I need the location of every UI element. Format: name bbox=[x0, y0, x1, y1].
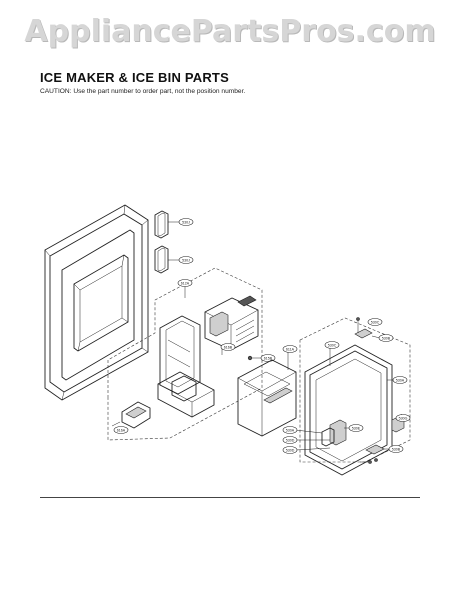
callout-label: 616B bbox=[224, 345, 233, 349]
callout-label: 616A bbox=[117, 428, 126, 432]
callout-label: 615B bbox=[264, 356, 273, 360]
ice-maker-assembly: 612A 616B 616A 615B bbox=[107, 267, 276, 441]
callout-label: 611A bbox=[286, 347, 295, 351]
callout-label: 530B bbox=[382, 336, 391, 340]
hinge-bracket-lower: 530J bbox=[154, 245, 194, 274]
callout-label: 530D bbox=[286, 438, 295, 442]
watermark-logo: AppliancePartsPros.com bbox=[24, 14, 436, 49]
callout-label: 530E bbox=[352, 426, 361, 430]
callout-label: 530J bbox=[182, 220, 190, 224]
callout-label: 530A bbox=[286, 428, 295, 432]
callout-label: 530G bbox=[399, 416, 408, 420]
page-title: ICE MAKER & ICE BIN PARTS bbox=[40, 70, 229, 85]
hinge-bracket-upper: 530J bbox=[154, 210, 194, 239]
door-panel bbox=[44, 204, 149, 401]
callout-label: 530C bbox=[328, 343, 337, 347]
callout-label: 530D bbox=[286, 448, 295, 452]
callout-label: 530B bbox=[392, 447, 401, 451]
ice-compartment-door: 530C 530C 530B 530A 530A 530D 530E 530D bbox=[282, 317, 411, 476]
callout-label: 530J bbox=[182, 258, 190, 262]
bottom-divider bbox=[40, 497, 420, 498]
ice-bin: 611A bbox=[237, 345, 298, 437]
callout-label: 612A bbox=[181, 281, 190, 285]
callout-label: 530C bbox=[371, 320, 380, 324]
callout-label: 530A bbox=[396, 378, 405, 382]
caution-note: CAUTION: Use the part number to order pa… bbox=[40, 88, 246, 95]
